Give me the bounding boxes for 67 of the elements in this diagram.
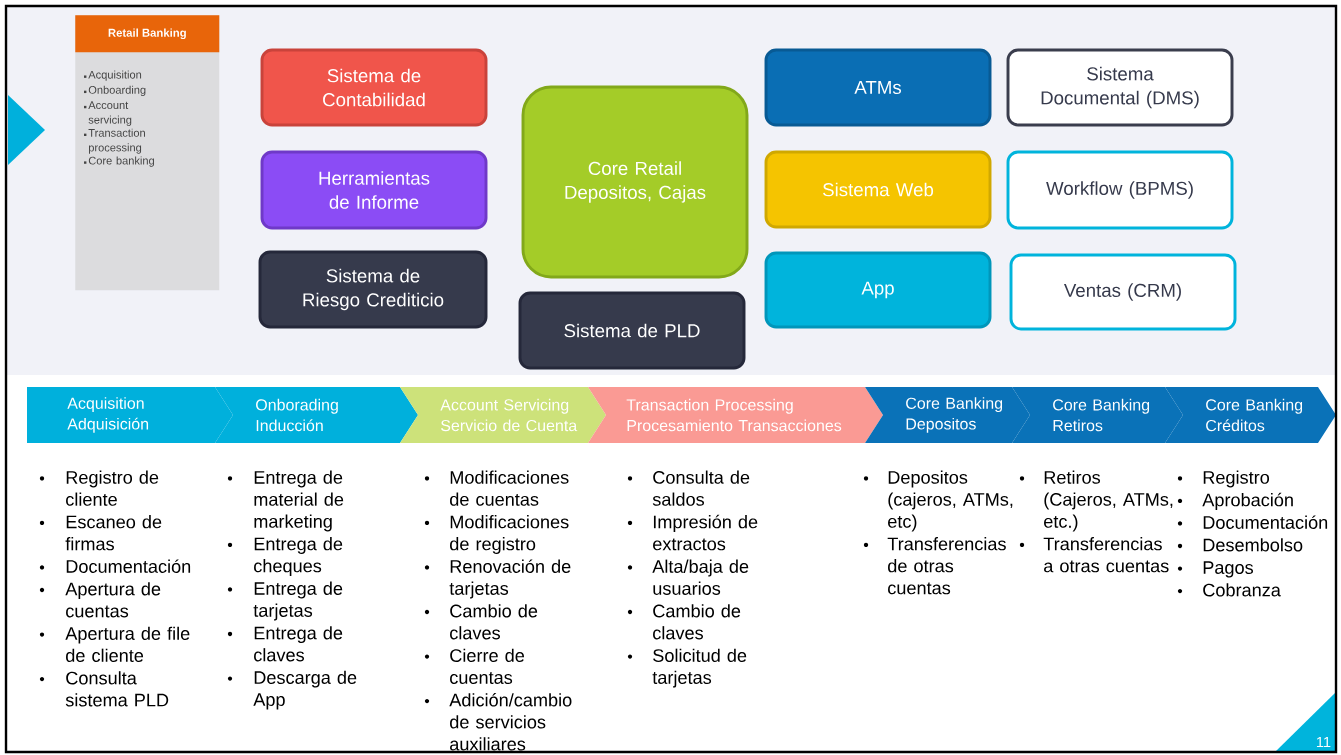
process-step-banner: Transaction Processing Procesamiento Transacciones xyxy=(588,387,883,443)
system-box: Sistema de Riesgo Crediticio xyxy=(258,250,488,329)
bullet-item: Entrega de claves xyxy=(227,626,343,662)
bullet-item: Alta/baja de usuarios xyxy=(627,559,749,595)
bullet-item: Desembolso xyxy=(1177,538,1303,552)
bullet-item: Retiros (Cajeros, ATMs, etc.) xyxy=(1019,470,1173,532)
node-label: Créditos xyxy=(1206,419,1265,432)
bullet-item: Registro de cliente xyxy=(39,470,159,506)
bullet-item: Apertura de cuentas xyxy=(39,582,161,618)
bullet-item: Impresión de extractos xyxy=(627,514,758,551)
bullet-item: Cobranza xyxy=(1177,583,1281,597)
node-label: Core Banking xyxy=(1206,398,1303,414)
system-box: ATMs xyxy=(764,48,992,127)
bullet-item: Documentación xyxy=(1177,515,1328,529)
process-step-banner: Onborading Inducción xyxy=(215,387,418,443)
process-step-banner: Acquisition Adquisición xyxy=(27,387,233,443)
bullet-item: Renovación de tarjetas xyxy=(424,559,571,599)
system-box: Sistema Web xyxy=(764,150,992,229)
bullet-item: Pagos xyxy=(1177,561,1253,578)
system-box: Sistema de PLD xyxy=(518,291,746,370)
bullet-item: Descarga de App xyxy=(227,670,357,710)
panel-header: Retail Banking xyxy=(75,15,220,53)
bullet-item: Cierre de cuentas xyxy=(424,648,525,684)
bullet-item: Escaneo de firmas xyxy=(39,515,162,551)
bullet-item: Modificaciones de cuentas xyxy=(424,470,569,506)
bullet-item: Transaction processing xyxy=(84,128,145,154)
system-box: Core Retail Depositos, Cajas xyxy=(521,85,749,279)
bullet-item: Transferencias a otras cuentas xyxy=(1019,537,1169,573)
bullet-item: Aprobación xyxy=(1177,492,1293,510)
bullet-item: Entrega de material de marketing xyxy=(227,470,344,532)
bullet-item: Core banking xyxy=(84,156,154,167)
node-label: Inducción xyxy=(256,419,323,432)
bullet-item: Modificaciones de registro xyxy=(424,515,569,554)
page-number: 11 xyxy=(1275,692,1336,752)
bullet-item: Cambio de claves xyxy=(424,604,538,640)
bullet-item: Apertura de file de cliente xyxy=(39,626,190,662)
system-box: Ventas (CRM) xyxy=(1009,253,1237,331)
bullet-item: Solicitud de tarjetas xyxy=(627,648,747,688)
bullet-item: Account servicing xyxy=(84,101,132,126)
bullet-item: Documentación xyxy=(39,559,191,573)
process-step-banner: Core Banking Depositos xyxy=(865,387,1030,443)
system-box: Workflow (BPMS) xyxy=(1006,150,1234,230)
process-step-banner: Core Banking Retiros xyxy=(1012,387,1183,443)
node-label: Retiros xyxy=(1053,419,1103,432)
bullet-item: Entrega de tarjetas xyxy=(227,581,343,621)
bullet-item: Entrega de cheques xyxy=(227,537,343,576)
bullet-item: Acquisition xyxy=(84,70,142,81)
bullet-item: Depositos (cajeros, ATMs, etc) xyxy=(863,470,1013,532)
bullet-item: Cambio de claves xyxy=(627,604,741,640)
bullet-item: Adición/cambio de servicios auxiliares xyxy=(424,693,572,751)
bullet-item: Onboarding xyxy=(84,85,146,97)
process-step-banner: Core Banking Créditos xyxy=(1165,387,1336,443)
node-label: Depositos xyxy=(906,417,976,433)
node-label: Adquisición xyxy=(67,417,149,433)
system-box: Herramientas de Informe xyxy=(260,150,488,230)
node-label: Core Banking xyxy=(906,397,1003,413)
bullet-item: Consulta sistema PLD xyxy=(39,671,169,707)
bullet-item: Transferencias de otras cuentas xyxy=(863,537,1006,595)
system-box: App xyxy=(764,251,992,329)
bullet-item: Consulta de saldos xyxy=(627,470,750,506)
system-box: Sistema Documental (DMS) xyxy=(1006,48,1234,127)
node-label: Core Banking xyxy=(1053,398,1150,414)
system-box: Sistema de Contabilidad xyxy=(260,48,488,127)
node-label: Acquisition xyxy=(67,397,144,413)
node-label: Onborading xyxy=(256,398,338,414)
process-step-banner: Account Servicing Servicio de Cuenta xyxy=(400,387,606,443)
bullet-item: Registro xyxy=(1177,470,1270,488)
